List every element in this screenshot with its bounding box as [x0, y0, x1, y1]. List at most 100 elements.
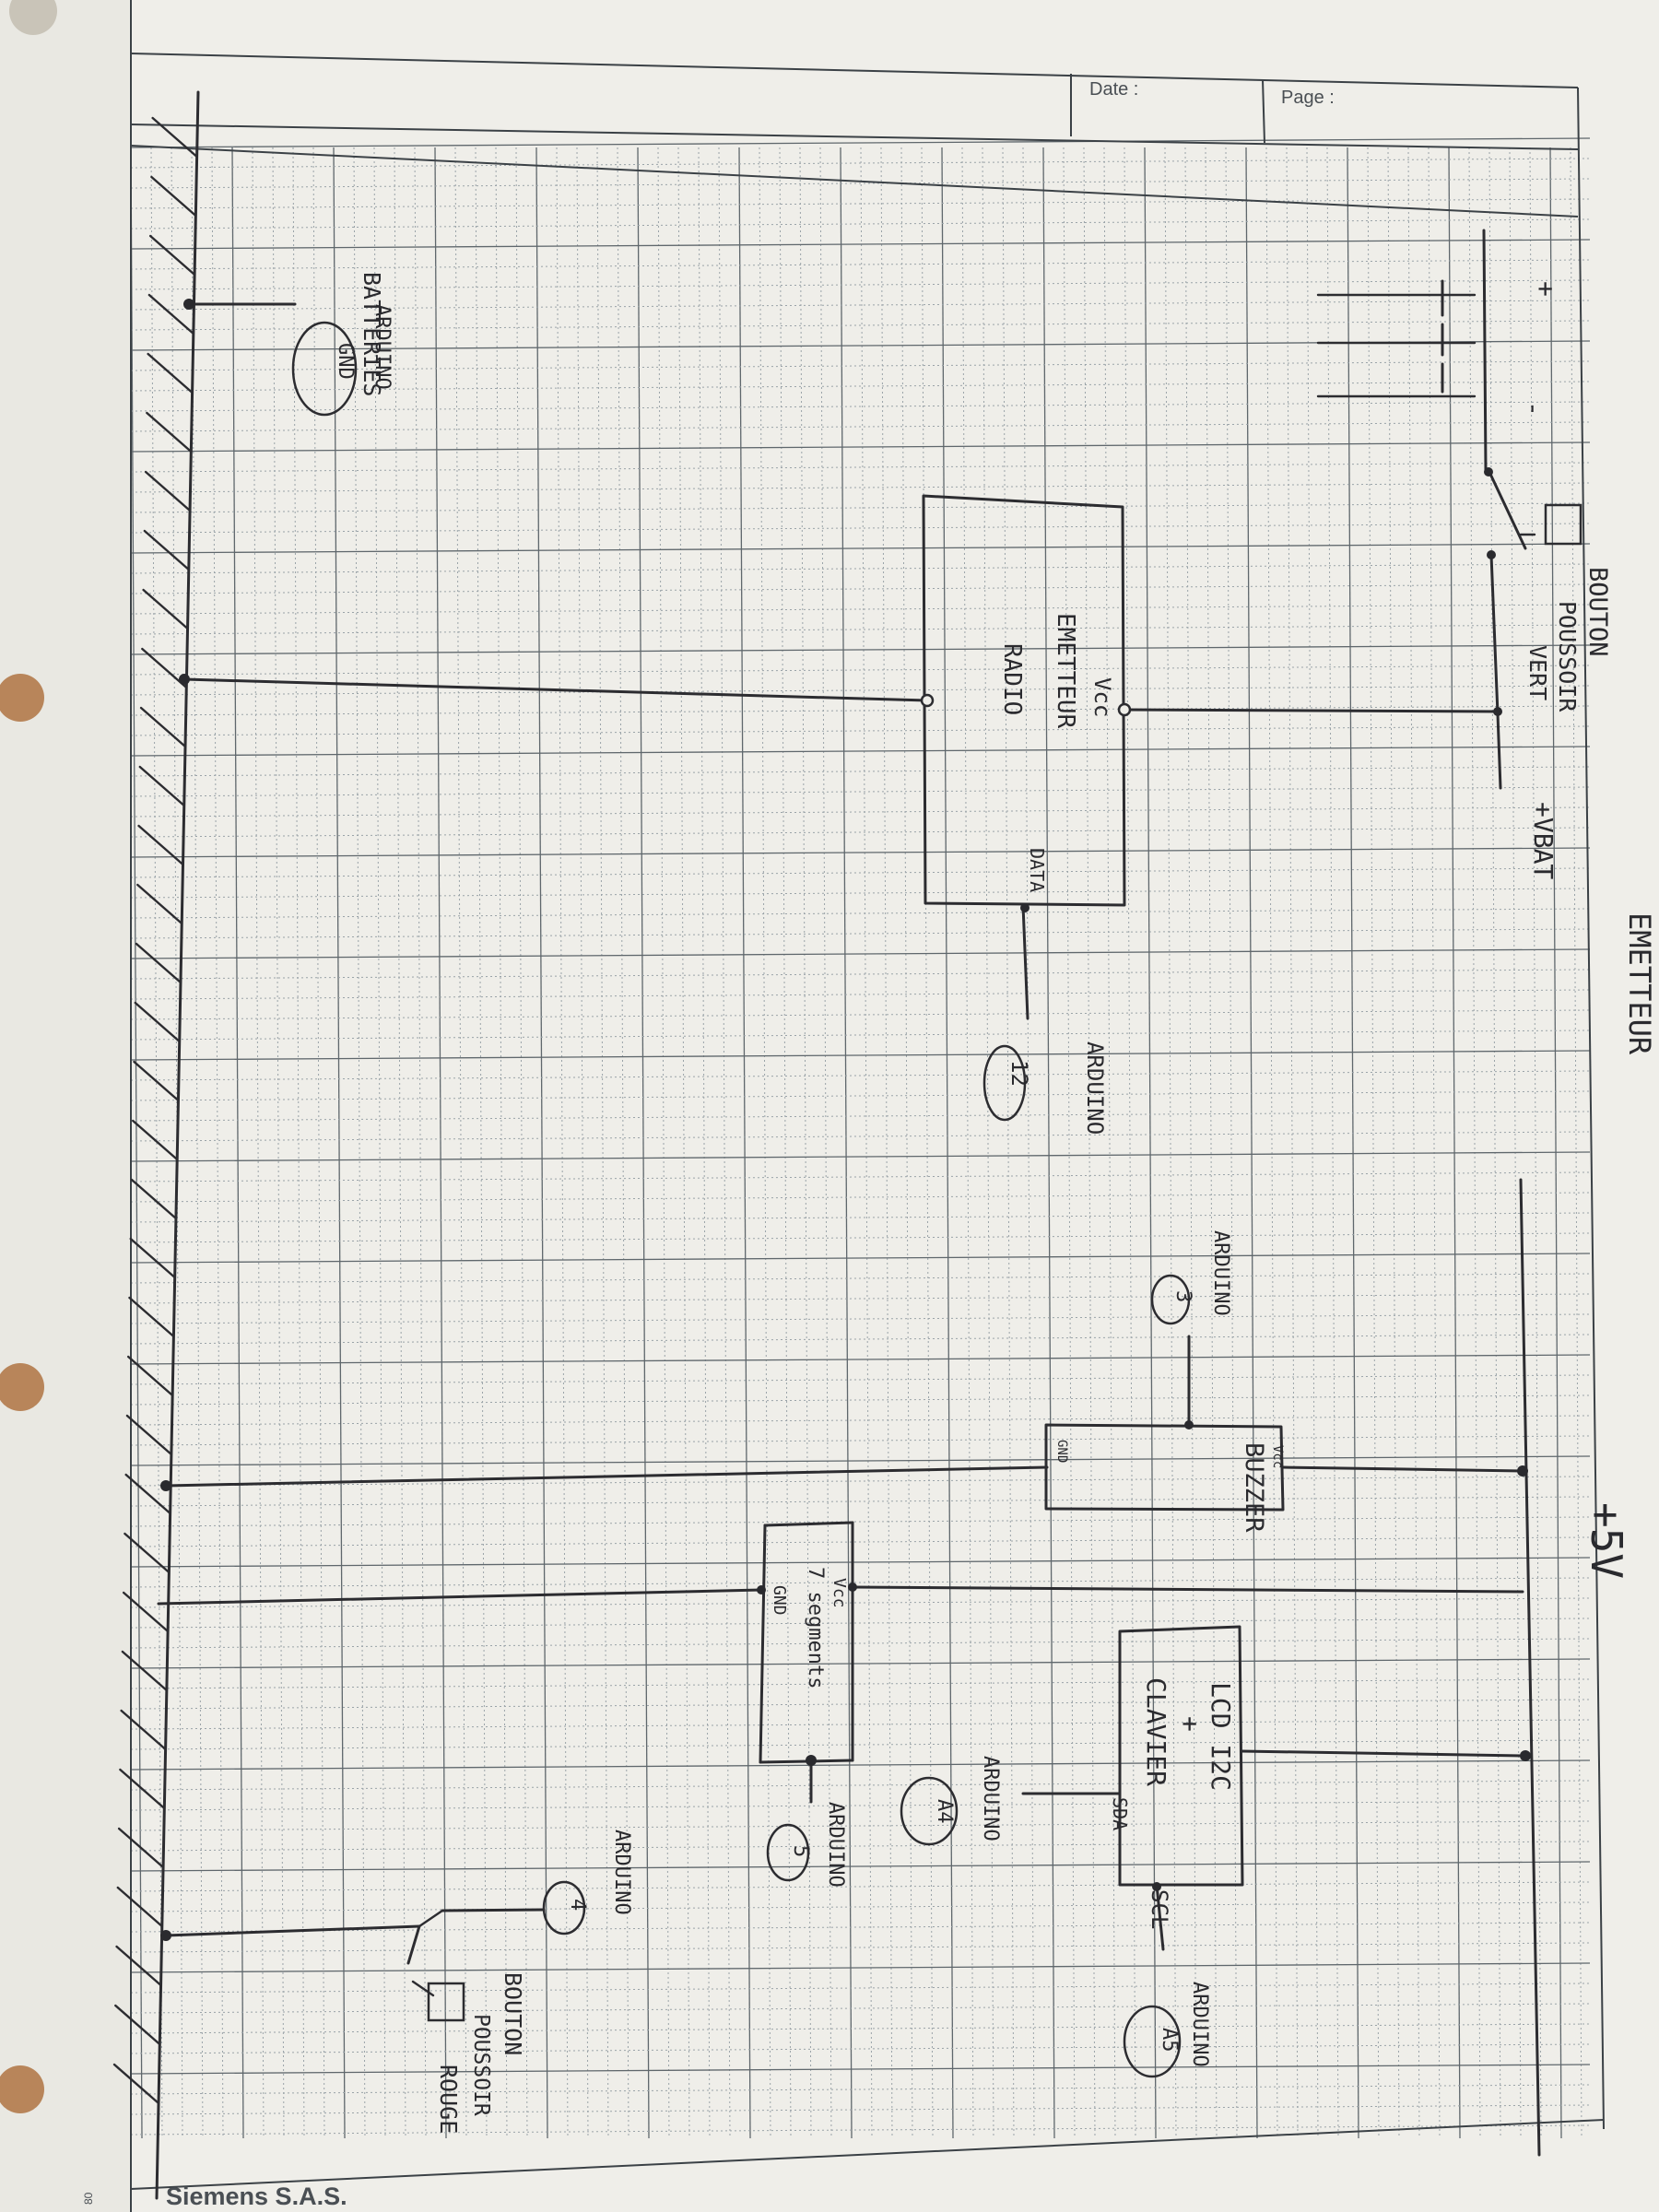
grid-line — [130, 2003, 1591, 2014]
grid-line — [353, 147, 366, 2139]
green-button-line2: POUSSOIR — [1554, 601, 1581, 712]
green-button-line3: VERT — [1524, 645, 1551, 700]
grid-line — [130, 1435, 1591, 1446]
grid-line — [211, 147, 224, 2139]
grid-line — [130, 583, 1591, 594]
grid-line — [130, 1516, 1591, 1527]
seg-vcc: Vcc — [830, 1578, 849, 1608]
ground-hatch — [128, 1296, 175, 1338]
grid-line — [1002, 147, 1015, 2139]
grid-line — [130, 1192, 1591, 1203]
grid-line — [1265, 147, 1278, 2139]
vbat-label: +VBAT — [1528, 802, 1559, 879]
ground-hatch — [112, 2063, 160, 2105]
grid-line — [130, 604, 1591, 615]
grid-line — [454, 147, 467, 2139]
grid-line — [130, 543, 1591, 554]
gnd-ref-pin: GND — [334, 343, 357, 380]
green-button-line1: BOUTON — [1583, 567, 1612, 657]
grid-line — [130, 644, 1591, 655]
red-button-line2: POUSSOIR — [469, 2014, 493, 2116]
lcd-scl: SCL — [1147, 1889, 1172, 1929]
pin5-number: 5 — [789, 1845, 812, 1857]
grid-line — [130, 766, 1591, 777]
grid-line — [130, 1820, 1591, 1831]
grid-line — [130, 1313, 1591, 1324]
date-label: Date : — [1089, 79, 1138, 100]
grid-line — [1468, 147, 1481, 2139]
binding-margin — [0, 0, 129, 2212]
grid-line — [130, 1253, 1591, 1264]
seg-name: 7 segments — [804, 1567, 827, 1688]
grid-line — [130, 1962, 1591, 1973]
grid-line — [130, 685, 1591, 696]
page-label: Page : — [1281, 88, 1335, 108]
grid-line — [130, 421, 1591, 432]
punch-hole — [0, 2065, 44, 2113]
pin4-bubble — [542, 1880, 586, 1936]
pin12-bubble — [982, 1044, 1027, 1122]
grid-line — [880, 147, 893, 2139]
grid-line — [1326, 147, 1339, 2139]
grid-line — [130, 523, 1591, 534]
grid-line — [130, 1293, 1591, 1304]
ground-hatch — [124, 1532, 171, 1574]
pinA4-pin: A4 — [933, 1799, 956, 1824]
grid-line — [130, 1374, 1591, 1385]
seg-gnd: GND — [770, 1585, 789, 1616]
grid-line — [1549, 147, 1562, 2139]
lcd-line1: LCD I2C — [1206, 1682, 1236, 1791]
grid-line — [130, 1759, 1591, 1771]
checkbox-glyph — [1544, 503, 1583, 546]
punch-hole — [0, 674, 44, 722]
grid-line — [130, 137, 1591, 148]
grid-line — [1347, 147, 1359, 2139]
grid-line — [130, 1030, 1591, 1041]
grid-line — [130, 1496, 1591, 1507]
grid-line — [252, 147, 265, 2139]
grid-line — [130, 908, 1591, 919]
rail-label: +5V — [1582, 1502, 1631, 1579]
pinA4-bubble — [900, 1776, 959, 1846]
grid-line — [1286, 147, 1299, 2139]
grid-line — [921, 147, 934, 2139]
ground-hatch — [141, 647, 188, 689]
grid-line — [130, 806, 1591, 818]
grid-line — [333, 147, 346, 2139]
grid-line — [130, 847, 1591, 858]
pin3-label: ARDUINO — [1209, 1230, 1232, 1316]
frame-right — [1577, 87, 1605, 2130]
grid-line — [1042, 147, 1055, 2139]
grid-line — [130, 300, 1591, 311]
grid-line — [1144, 147, 1157, 2139]
grid-line — [799, 147, 812, 2139]
buzzer — [160, 1335, 1528, 1512]
pinA5-label: ARDUINO — [1188, 1982, 1211, 2067]
grid-line — [1428, 147, 1441, 2139]
buzzer-vcc: Vcc — [1270, 1445, 1285, 1468]
grid-line — [272, 147, 285, 2139]
grid-line — [130, 1577, 1591, 1588]
ground-hatch — [134, 1001, 181, 1043]
radio-name1: EMETTEUR — [1052, 613, 1079, 729]
grid-line — [677, 147, 690, 2139]
grid-line — [1083, 147, 1096, 2139]
ground-hatch — [115, 1945, 162, 1987]
red-push-button — [160, 1908, 546, 2022]
pin3-number: 3 — [1171, 1290, 1194, 1302]
ground-hatch — [131, 1119, 179, 1161]
checkbox-glyph — [427, 1982, 465, 2022]
ground-hatch — [114, 2004, 161, 2046]
grid-line — [1205, 147, 1218, 2139]
ground-hatch — [137, 824, 184, 866]
grid-line — [1225, 147, 1238, 2139]
grid-line — [130, 2064, 1591, 2075]
ground-rail — [112, 90, 200, 2200]
buzzer-name: BUZZER — [1240, 1442, 1268, 1533]
grid-line — [130, 1354, 1591, 1365]
grid-line — [130, 2124, 1591, 2136]
gnd-reference — [183, 299, 358, 417]
grid-line — [961, 147, 974, 2139]
